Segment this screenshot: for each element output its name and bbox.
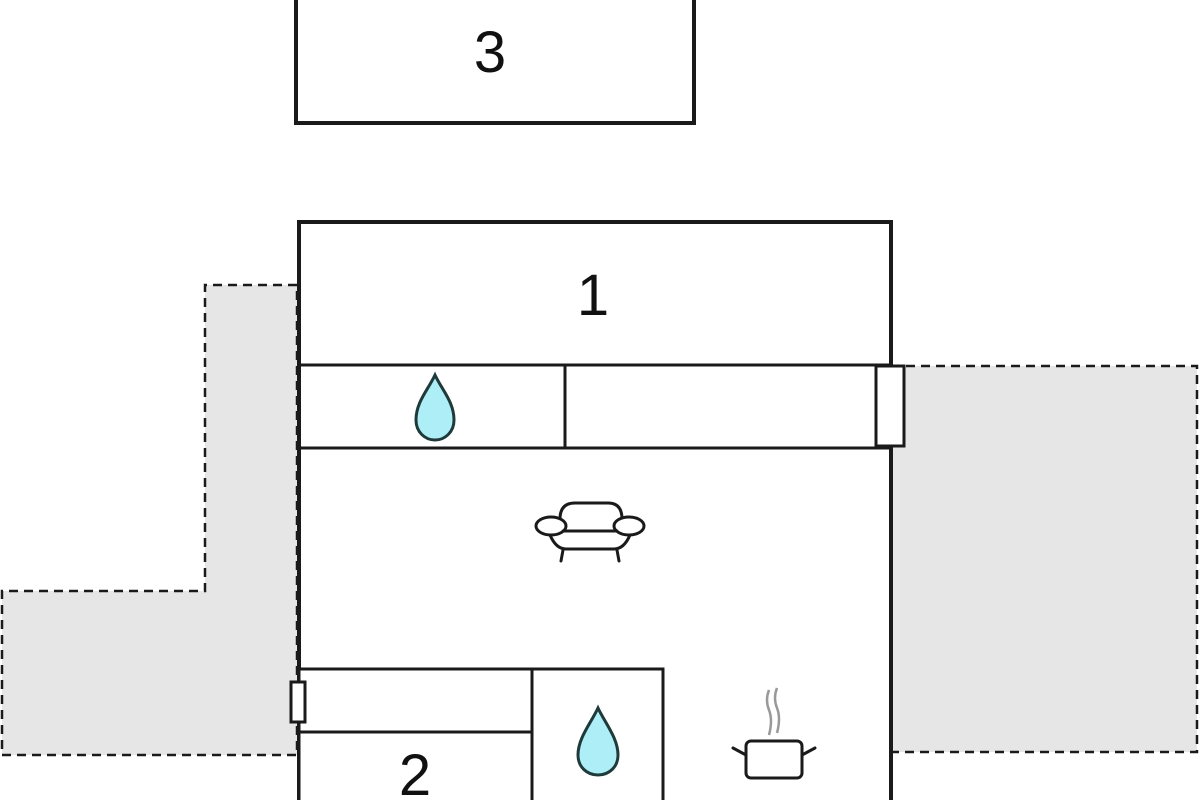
room-3-outline bbox=[294, 0, 696, 125]
room-2-label: 2 bbox=[399, 743, 431, 800]
terrace-left bbox=[0, 283, 299, 757]
sofa-icon bbox=[534, 501, 646, 563]
room-1-label: 1 bbox=[577, 263, 609, 328]
room-3-label: 3 bbox=[474, 20, 506, 85]
water-drop-icon bbox=[576, 704, 620, 777]
terrace-right bbox=[889, 364, 1199, 754]
door-right bbox=[874, 364, 906, 448]
cooking-pot-icon bbox=[731, 687, 817, 780]
water-drop-icon bbox=[414, 371, 456, 442]
door-left bbox=[289, 680, 307, 724]
